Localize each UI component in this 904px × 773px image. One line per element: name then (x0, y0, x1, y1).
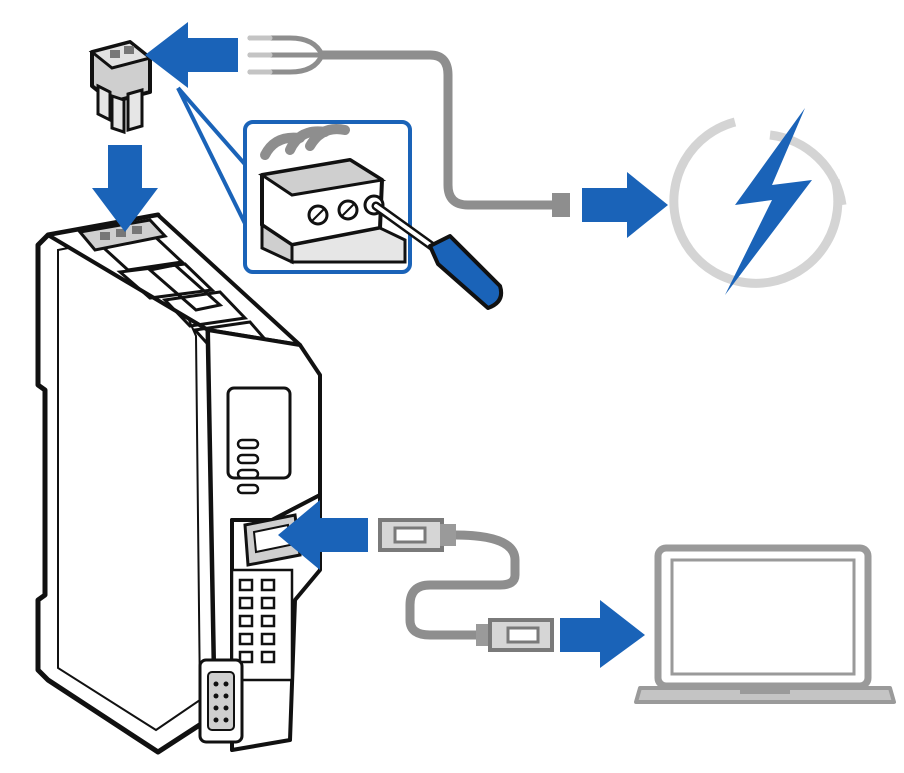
terminal-block-plug-icon (88, 40, 154, 135)
arrow-power-supply-right (582, 172, 668, 238)
arrow-power-wires-left (145, 22, 238, 88)
laptop-icon (634, 544, 896, 704)
lightning-bolt-icon (669, 108, 847, 295)
device-display-window (226, 386, 292, 480)
ethernet-cable (378, 518, 554, 652)
device-status-leds (236, 438, 260, 495)
ethernet-connector-laptop (476, 618, 554, 652)
ethernet-connector-device (378, 518, 456, 552)
arrow-ethernet-laptop-right (560, 600, 645, 668)
arrow-plug-insert-down (92, 145, 158, 232)
power-cable (247, 35, 557, 210)
power-cable-plug (552, 193, 570, 217)
gateway-device-icon (35, 212, 322, 755)
terminal-zoom-callout (176, 86, 412, 274)
screwdriver-icon (371, 201, 504, 310)
device-serial-port (198, 658, 244, 744)
arrow-ethernet-device-left (278, 500, 368, 570)
